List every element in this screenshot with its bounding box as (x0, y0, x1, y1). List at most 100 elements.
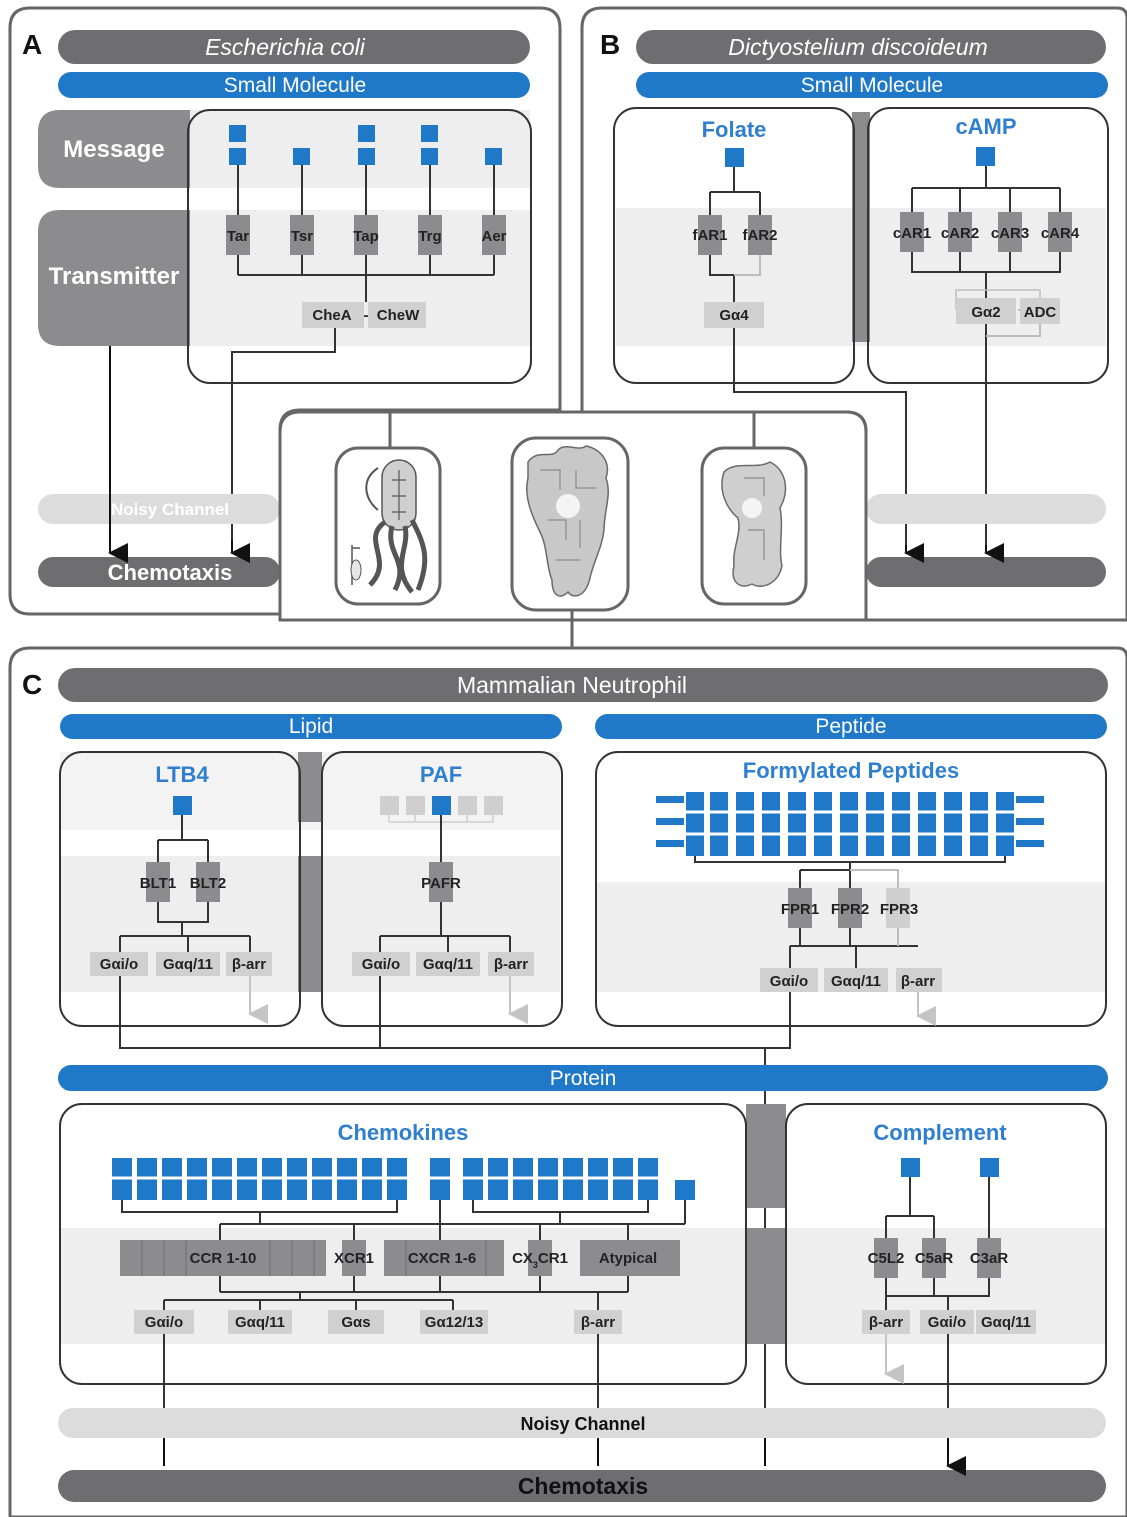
ltb4-output-2: Gαq/11 (163, 956, 213, 973)
paf-output-1: Gαi/o (362, 956, 400, 973)
chemokine-output-1: Gαi/o (145, 1314, 183, 1331)
paf-output-3: β-arr (494, 956, 528, 973)
folate-receptor-2: fAR2 (742, 227, 777, 244)
panel-a-wiring (231, 165, 495, 540)
receptor-tsr: Tsr (291, 228, 313, 245)
camp-g-protein: Gα2 (971, 304, 1000, 321)
fp-output-3: β-arr (901, 973, 935, 990)
fp-output-1: Gαi/o (770, 973, 808, 990)
panel-a-category: Small Molecule (224, 74, 366, 97)
panel-c-organism-bar (58, 668, 1108, 702)
complement-receptor-3: C3aR (970, 1250, 1009, 1267)
paf-box (321, 751, 563, 1027)
panel-a-organism-bar (58, 30, 530, 64)
ltb4-output-1: Gαi/o (100, 956, 138, 973)
camp-receptor-3: cAR3 (991, 225, 1029, 242)
fp-ligands (656, 792, 1044, 856)
panel-a-message-tab (38, 110, 190, 188)
protein-bar (58, 1065, 1108, 1091)
panel-b-organism: Dictyostelium discoideum (728, 34, 987, 60)
panel-a-noisy-label: Noisy Channel (111, 500, 229, 519)
ltb4-title: LTB4 (155, 762, 209, 787)
panel-b-letter: B (600, 29, 620, 60)
chemokines-title: Chemokines (338, 1120, 469, 1145)
paf-output-2: Gαq/11 (423, 956, 473, 973)
panel-a-message-label: Message (63, 136, 164, 163)
panel-c-letter: C (22, 669, 42, 700)
lipid-label: Lipid (289, 715, 333, 738)
panel-a-noisy-channel (38, 494, 280, 524)
chew-label: CheW (377, 307, 420, 324)
panel-c-chemotaxis-label: Chemotaxis (518, 1473, 648, 1499)
panel-b-organism-bar (636, 30, 1106, 64)
panel-c-noisy-channel (58, 1408, 1106, 1438)
complement-output-3: Gαq/11 (981, 1314, 1031, 1331)
panel-b-noisy-channel (866, 494, 1106, 524)
fp-receptor-1: FPR1 (781, 901, 819, 918)
chemokine-output-2: Gαq/11 (235, 1314, 285, 1331)
chea-label: CheA (312, 307, 351, 324)
ecoli-cell-icon (350, 459, 428, 594)
paf-receptor: PAFR (421, 875, 461, 892)
ccr-label: CCR 1-10 (190, 1250, 257, 1267)
chea-chew-dash: - (364, 307, 369, 324)
center-cells (278, 410, 868, 648)
folate-title: Folate (702, 117, 767, 142)
fp-receptor-2: FPR2 (831, 901, 869, 918)
ltb4-receptor-1: BLT1 (140, 875, 176, 892)
fp-receptor-3: FPR3 (880, 901, 918, 918)
peptide-label: Peptide (815, 715, 886, 738)
panel-b-category-bar (636, 72, 1108, 98)
dicty-cell-icon (721, 461, 787, 587)
xcr1-label: XCR1 (334, 1250, 374, 1267)
atypical-label: Atypical (599, 1250, 657, 1267)
folate-receptor-1: fAR1 (692, 227, 727, 244)
folate-g-protein: Gα4 (719, 307, 749, 324)
camp-box (867, 107, 1109, 384)
cx3cr1-label: CX3CR1 (512, 1250, 568, 1270)
complement-output-2: Gαi/o (928, 1314, 966, 1331)
receptor-aer: Aer (481, 228, 506, 245)
ltb4-box (59, 751, 301, 1027)
chemokine-output-3: Gαs (341, 1314, 370, 1331)
panel-a-inner-box (187, 109, 532, 384)
panel-a-transmitter-label: Transmitter (49, 263, 180, 290)
panel-a-receptors: Tar Tsr Tap Trg Aer (226, 215, 507, 255)
complement-receptor-2: C5aR (915, 1250, 954, 1267)
panel-b-chemotaxis-bar (866, 557, 1106, 587)
panel-a: A Escherichia coli Small Molecule Messag… (8, 6, 562, 616)
receptor-tar: Tar (227, 228, 249, 245)
neutrophil-cell-icon (526, 445, 609, 597)
panel-a-category-bar (58, 72, 530, 98)
panel-a-transmitter-tab (38, 210, 190, 346)
camp-receptor-1: cAR1 (893, 225, 931, 242)
chemokine-output-4: Gα12/13 (425, 1314, 483, 1331)
ltb4-output-3: β-arr (232, 956, 266, 973)
camp-title: cAMP (955, 114, 1016, 139)
fp-title: Formylated Peptides (743, 758, 959, 783)
complement-receptor-1: C5L2 (868, 1250, 905, 1267)
receptor-trg: Trg (418, 228, 441, 245)
panel-a-chemotaxis-label: Chemotaxis (108, 560, 233, 585)
panel-a-ligands (229, 125, 502, 165)
panel-c-chemotaxis-bar (58, 1470, 1106, 1502)
protein-label: Protein (550, 1067, 617, 1090)
panel-b-category: Small Molecule (801, 74, 943, 97)
camp-adc: ADC (1024, 304, 1057, 321)
lipid-bar (60, 714, 562, 739)
chemokines-box (59, 1103, 747, 1385)
panel-a-letter: A (22, 29, 42, 60)
fp-output-2: Gαq/11 (831, 973, 881, 990)
panel-c: C Mammalian Neutrophil Lipid Peptide LTB… (8, 646, 1127, 1517)
peptide-bar (595, 714, 1107, 739)
receptor-tap: Tap (353, 228, 379, 245)
panel-c-noisy-label: Noisy Channel (520, 1414, 645, 1434)
panel-a-organism: Escherichia coli (205, 34, 366, 60)
chemokine-receptors: CCR 1-10 XCR1 CXCR 1-6 CX3CR1 Atypical (120, 1240, 680, 1276)
camp-receptor-2: cAR2 (941, 225, 979, 242)
formylated-peptides-box (595, 751, 1107, 1027)
panel-c-organism: Mammalian Neutrophil (457, 672, 687, 698)
panel-b: B Dictyostelium discoideum Small Molecul… (580, 6, 1127, 622)
complement-output-1: β-arr (869, 1314, 903, 1331)
